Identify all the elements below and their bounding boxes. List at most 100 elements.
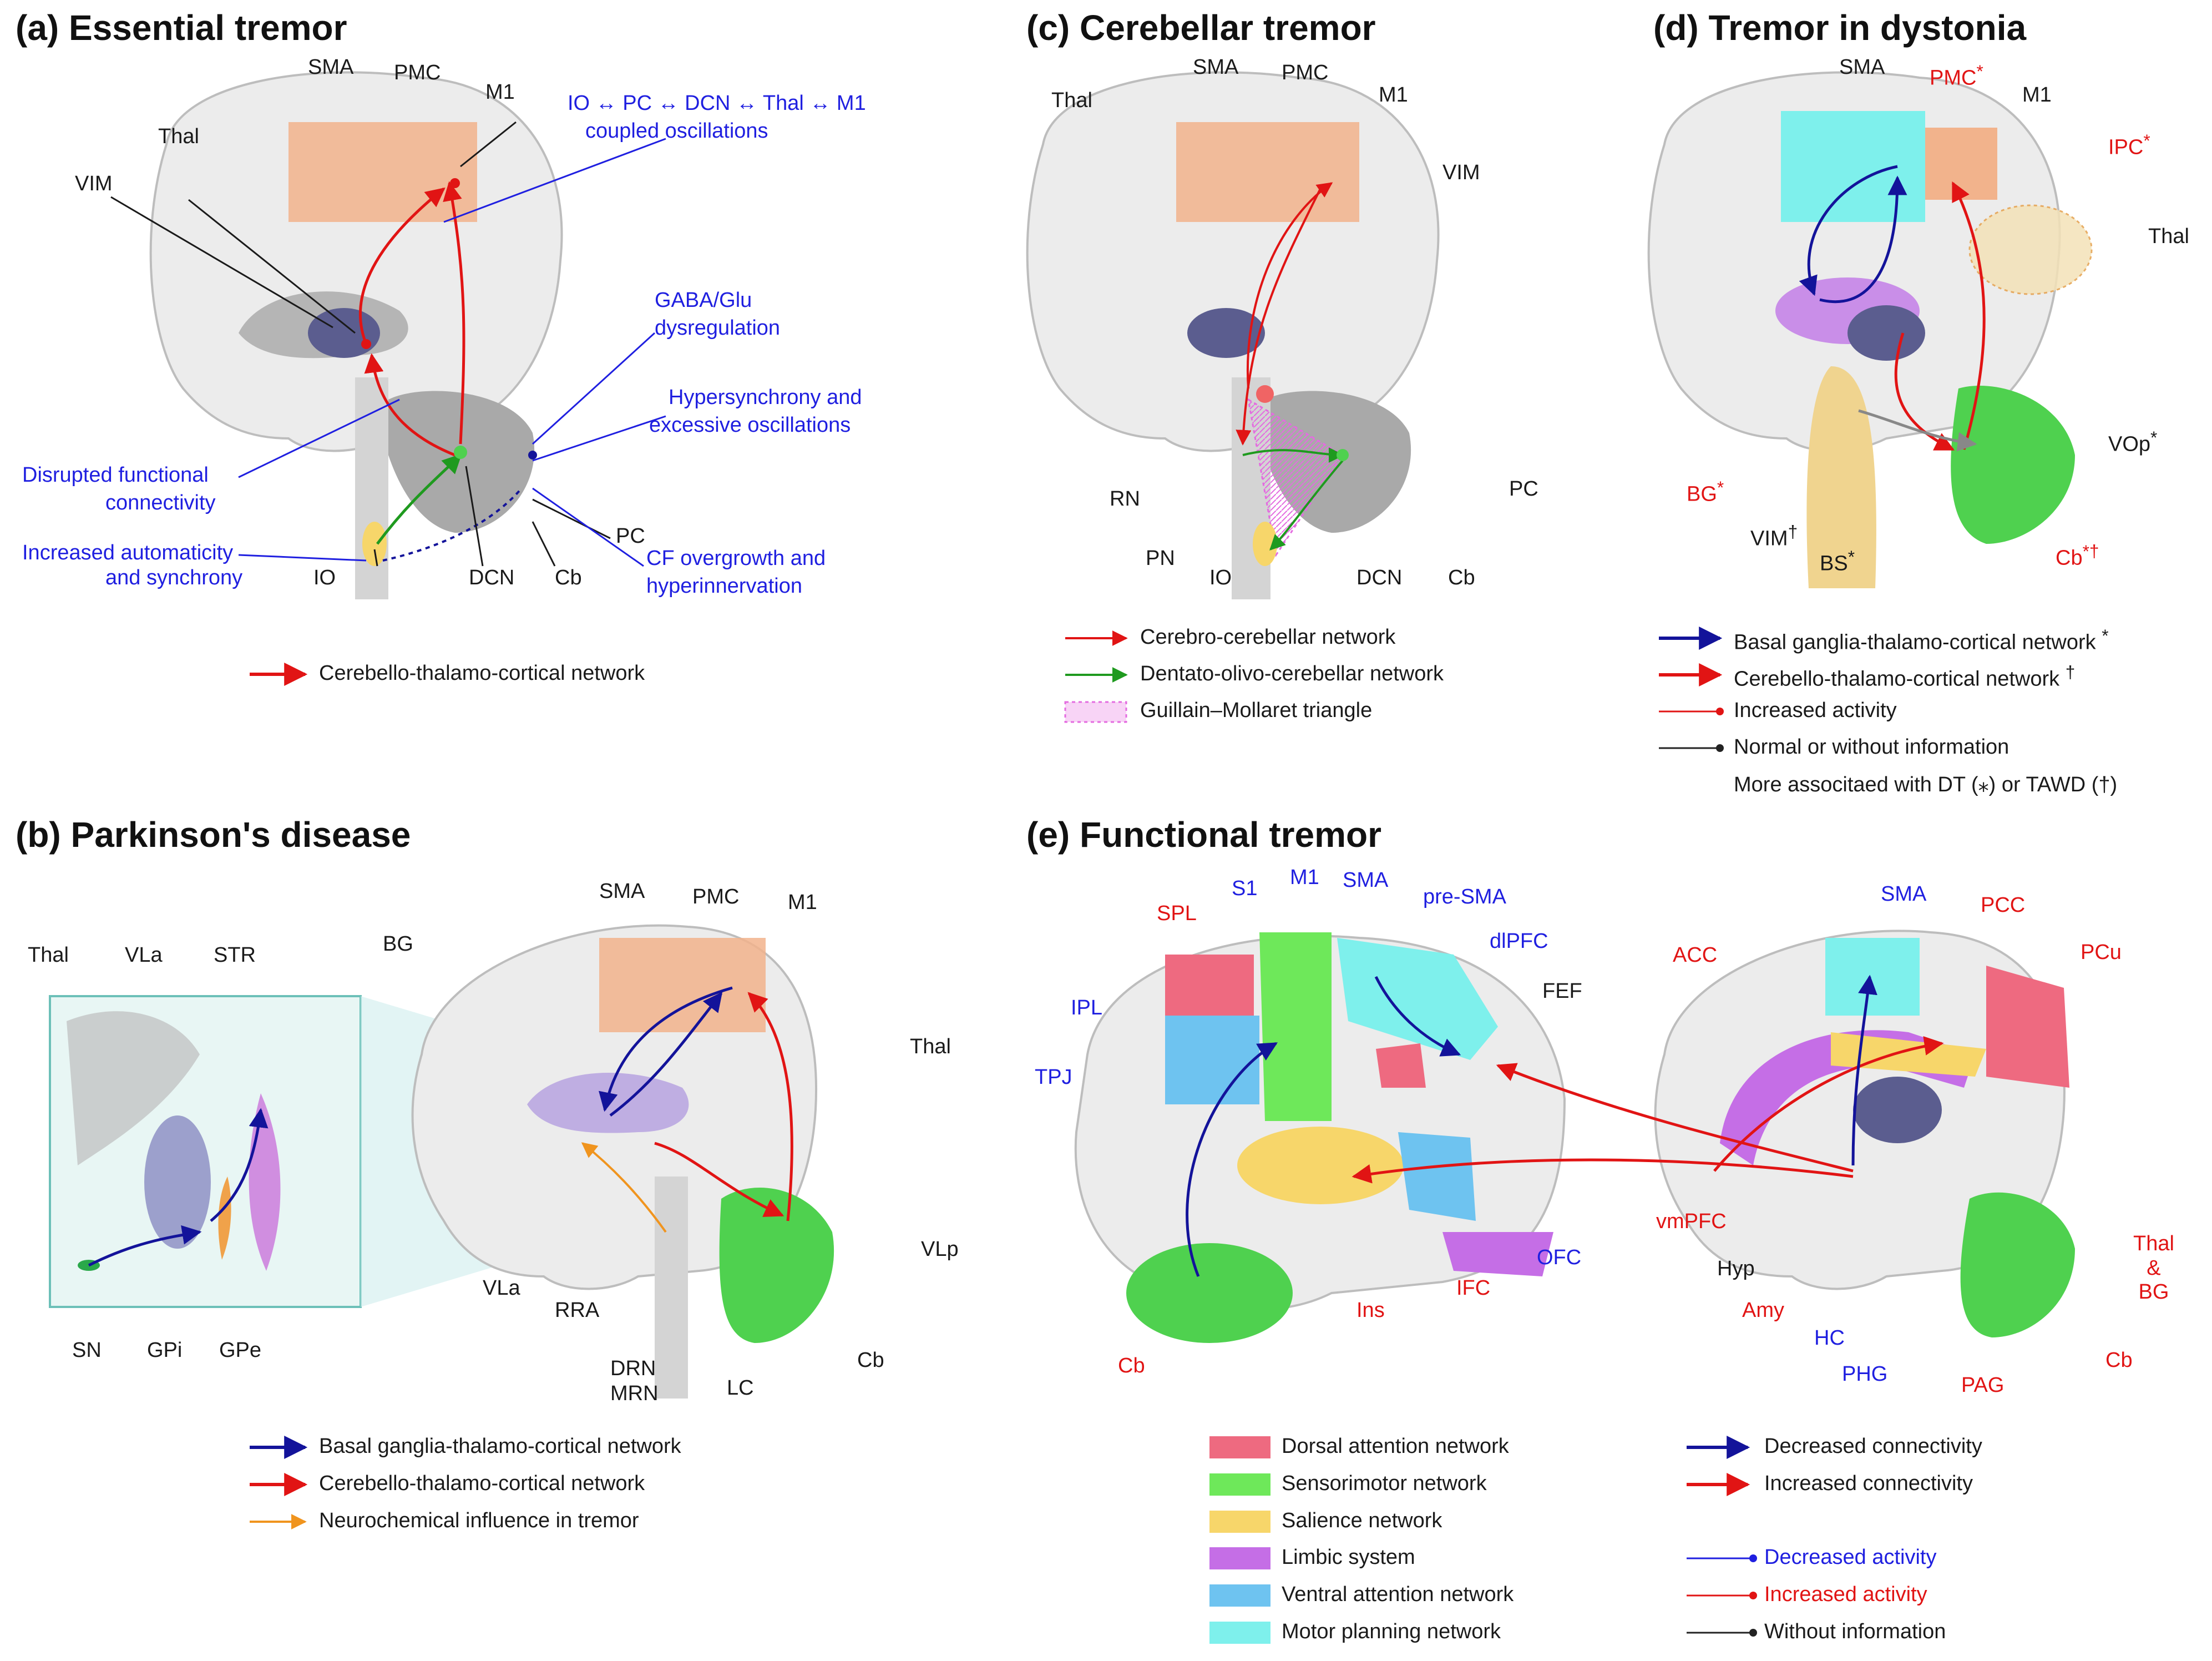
panel-e-network-4: Limbic system bbox=[1282, 1546, 1415, 1569]
panel-b-legend-2: Cerebello-thalamo-cortical network bbox=[319, 1472, 645, 1495]
panel-a-legend-1: Cerebello-thalamo-cortical network bbox=[319, 662, 645, 685]
panel-a-brain bbox=[149, 71, 563, 599]
panel-e-legend-decreased-connectivity: Decreased connectivity bbox=[1764, 1435, 1982, 1458]
label-cb: Cb bbox=[555, 566, 582, 589]
label-b-lc: LC bbox=[727, 1376, 754, 1400]
label-b-pmc: PMC bbox=[692, 885, 740, 908]
panel-e-network-5: Ventral attention network bbox=[1282, 1583, 1514, 1606]
label-e-phg: PHG bbox=[1842, 1362, 1888, 1386]
panel-b-circuits bbox=[88, 986, 793, 1267]
label-pmc: PMC bbox=[394, 61, 441, 84]
note-disrupted-line-2: connectivity bbox=[105, 491, 216, 514]
label-d-m1: M1 bbox=[2022, 83, 2052, 107]
panel-b-brain bbox=[411, 924, 834, 1399]
label-d-ipc: IPC* bbox=[2108, 130, 2150, 159]
panel-c-legend-swatches bbox=[1064, 630, 1128, 723]
note-cf-line-1: CF overgrowth and bbox=[646, 547, 826, 570]
label-e-pag: PAG bbox=[1961, 1374, 2005, 1397]
panel-e-legend-without-information: Without information bbox=[1764, 1620, 1946, 1643]
label-c-io: IO bbox=[1209, 566, 1232, 589]
label-e-cb: Cb bbox=[1118, 1354, 1145, 1377]
label-pc: PC bbox=[616, 524, 645, 548]
panel-e-legend-increased-activity: Increased activity bbox=[1764, 1583, 1927, 1606]
label-b-thal-right: Thal bbox=[910, 1035, 951, 1058]
label-e-vmpfc: vmPFC bbox=[1656, 1210, 1727, 1233]
panel-d-legend-3: Increased activity bbox=[1734, 699, 1897, 722]
label-d-bs: BS* bbox=[1820, 547, 1855, 575]
label-m1: M1 bbox=[485, 80, 515, 104]
label-d-sma: SMA bbox=[1839, 55, 1885, 79]
panel-a-blue-leaders bbox=[238, 138, 666, 567]
label-d-bg: BG* bbox=[1687, 477, 1724, 506]
label-d-vop: VOp* bbox=[2108, 427, 2158, 456]
panel-e-medial-brain bbox=[1654, 930, 2075, 1337]
label-e-s1: S1 bbox=[1232, 877, 1258, 900]
label-b-vla-inset: VLa bbox=[125, 943, 163, 967]
label-e-thal-bg: Thal&BG bbox=[2133, 1232, 2174, 1304]
panel-e-network-1: Dorsal attention network bbox=[1282, 1435, 1509, 1458]
panel-c-title: (c) Cerebellar tremor bbox=[1026, 8, 1376, 48]
label-b-vla: VLa bbox=[483, 1276, 520, 1300]
label-e-ifc: IFC bbox=[1456, 1276, 1491, 1300]
panel-e-circuits bbox=[1186, 975, 1944, 1277]
label-b-str: STR bbox=[214, 943, 256, 967]
note-gaba-line-2: dysregulation bbox=[655, 316, 781, 340]
label-b-m1: M1 bbox=[788, 891, 817, 914]
panel-e-legend-swatches bbox=[1209, 1436, 1757, 1644]
label-b-sma: SMA bbox=[599, 880, 645, 903]
label-c-cb: Cb bbox=[1448, 566, 1475, 589]
label-sma: SMA bbox=[308, 55, 354, 79]
panel-c-legend-1: Cerebro-cerebellar network bbox=[1140, 625, 1396, 649]
note-hyper-line-2: excessive oscillations bbox=[649, 413, 851, 437]
note-coupled-line-2: coupled oscillations bbox=[585, 119, 768, 143]
label-b-vlp: VLp bbox=[921, 1238, 959, 1261]
label-d-pmc: PMC* bbox=[1930, 61, 1983, 90]
label-b-gpe: GPe bbox=[219, 1339, 262, 1362]
panel-c-circuits bbox=[1236, 182, 1349, 551]
panel-d-brain bbox=[1647, 71, 2093, 588]
panel-d-legend-5: More associtaed with DT (⁎) or TAWD (†) bbox=[1734, 773, 2118, 796]
note-hyper-line-1: Hypersynchrony and bbox=[669, 386, 862, 409]
panel-e-legend-decreased-activity: Decreased activity bbox=[1764, 1546, 1937, 1569]
note-coupled-line-1: IO ↔ PC ↔ DCN ↔ Thal ↔ M1 bbox=[568, 92, 866, 115]
panel-e-network-2: Sensorimotor network bbox=[1282, 1472, 1487, 1495]
panel-b-legend-1: Basal ganglia-thalamo-cortical network bbox=[319, 1435, 681, 1458]
panel-d-legend-2: Cerebello-thalamo-cortical network † bbox=[1734, 662, 2076, 691]
panel-b-legend-swatches bbox=[250, 1436, 308, 1529]
note-disrupted-line-1: Disrupted functional bbox=[22, 463, 209, 487]
label-e-ofc: OFC bbox=[1537, 1246, 1582, 1269]
panel-e-network-3: Salience network bbox=[1282, 1509, 1442, 1532]
label-c-m1: M1 bbox=[1379, 83, 1408, 107]
label-c-pc: PC bbox=[1509, 477, 1538, 501]
label-e-pcc: PCC bbox=[1981, 893, 2026, 917]
label-b-rra: RRA bbox=[555, 1299, 600, 1322]
panel-c-legend-3: Guillain–Mollaret triangle bbox=[1140, 699, 1373, 722]
label-dcn: DCN bbox=[469, 566, 515, 589]
panel-a-circuits bbox=[359, 178, 537, 562]
label-e-fef: FEF bbox=[1542, 980, 1582, 1003]
panel-b-legend-3: Neurochemical influence in tremor bbox=[319, 1509, 639, 1532]
label-e-tpj: TPJ bbox=[1035, 1066, 1072, 1089]
label-b-bg: BG bbox=[383, 932, 413, 956]
panel-d-legend-1: Basal ganglia-thalamo-cortical network * bbox=[1734, 625, 2109, 654]
label-thal: Thal bbox=[158, 125, 199, 148]
label-c-rn: RN bbox=[1110, 487, 1140, 511]
label-b-thal: Thal bbox=[28, 943, 69, 967]
label-e-acc: ACC bbox=[1673, 943, 1718, 967]
panel-d-title: (d) Tremor in dystonia bbox=[1653, 8, 2027, 48]
note-automaticity-line-2: and synchrony bbox=[105, 566, 243, 589]
label-b-mrn: MRN bbox=[610, 1382, 659, 1405]
label-c-vim: VIM bbox=[1442, 161, 1480, 184]
label-e-presma: pre-SMA bbox=[1423, 885, 1506, 908]
label-e-hyp: Hyp bbox=[1717, 1257, 1755, 1280]
panel-d-legend-4: Normal or without information bbox=[1734, 735, 2009, 759]
label-e-spl: SPL bbox=[1157, 902, 1197, 925]
label-e-amy: Amy bbox=[1742, 1299, 1784, 1322]
panel-e-lateral-brain bbox=[1074, 932, 1566, 1343]
panel-a-title: (a) Essential tremor bbox=[16, 8, 347, 48]
label-e-pcu: PCu bbox=[2081, 941, 2122, 964]
label-c-pmc: PMC bbox=[1282, 61, 1329, 84]
note-cf-line-2: hyperinnervation bbox=[646, 574, 802, 598]
label-c-sma: SMA bbox=[1193, 55, 1239, 79]
label-c-pn: PN bbox=[1146, 547, 1175, 570]
